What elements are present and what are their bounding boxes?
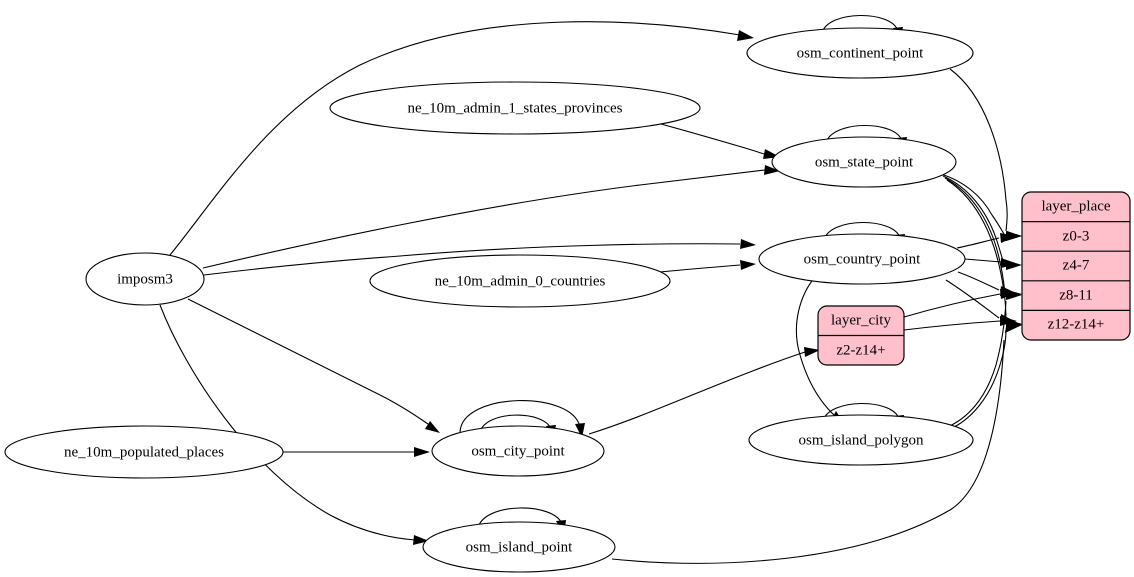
nodes-layer: imposm3 ne_10m_admin_1_states_provinces … bbox=[4, 27, 974, 573]
arrowhead-icon bbox=[1001, 258, 1018, 268]
layer-place-title: layer_place bbox=[1041, 198, 1110, 214]
edge-layer-city-to-layer-place-z12-z14 bbox=[903, 316, 1017, 331]
node-label: osm_state_point bbox=[815, 154, 914, 170]
layer-place-row-z8-11[interactable]: z8-11 bbox=[1059, 287, 1093, 303]
node-ne-10m-admin-0-countries[interactable]: ne_10m_admin_0_countries bbox=[369, 254, 671, 308]
node-label: ne_10m_populated_places bbox=[64, 444, 224, 460]
layer-place-row-z0-3[interactable]: z0-3 bbox=[1063, 228, 1090, 244]
node-osm-continent-point[interactable]: osm_continent_point bbox=[746, 27, 974, 79]
edge-ne-populated-places-to-osm-city-point bbox=[283, 447, 430, 457]
arrowhead-icon bbox=[804, 347, 820, 357]
node-shape[interactable] bbox=[422, 521, 616, 573]
node-shape[interactable] bbox=[771, 136, 957, 188]
node-label: osm_island_polygon bbox=[798, 432, 924, 448]
arrowhead-icon bbox=[1006, 290, 1022, 299]
arrowhead-icon bbox=[1005, 320, 1022, 333]
node-osm-city-point[interactable]: osm_city_point bbox=[431, 425, 605, 477]
record-nodes-layer: layer_place z0-3 z4-7 z8-11 z12-z14+ lay… bbox=[817, 191, 1131, 366]
edge-osm-island-point-to-layer-place-z12-z14 bbox=[611, 320, 1022, 564]
edge-osm-city-point-to-layer-city-z2-z14 bbox=[588, 347, 820, 435]
node-imposm3[interactable]: imposm3 bbox=[85, 252, 205, 306]
node-layer-place[interactable]: layer_place z0-3 z4-7 z8-11 z12-z14+ bbox=[1021, 191, 1131, 341]
node-shape[interactable] bbox=[748, 414, 974, 466]
layer-place-box[interactable] bbox=[1021, 191, 1131, 341]
node-osm-state-point[interactable]: osm_state_point bbox=[771, 136, 957, 188]
node-label: osm_island_point bbox=[466, 539, 574, 555]
node-shape[interactable] bbox=[85, 252, 205, 306]
node-osm-island-point[interactable]: osm_island_point bbox=[422, 521, 616, 573]
node-shape[interactable] bbox=[431, 425, 605, 477]
node-label: osm_country_point bbox=[804, 251, 921, 267]
arrowhead-icon bbox=[414, 447, 430, 457]
node-label: osm_city_point bbox=[471, 443, 565, 459]
node-label: osm_continent_point bbox=[797, 45, 924, 61]
edge-ne-admin0-to-osm-country-point bbox=[659, 260, 756, 273]
node-osm-country-point[interactable]: osm_country_point bbox=[758, 233, 966, 285]
node-label: ne_10m_admin_1_states_provinces bbox=[408, 100, 623, 116]
edge-imposm3-to-osm-city-point bbox=[187, 298, 440, 433]
arrowhead-icon bbox=[1000, 233, 1017, 243]
layer-city-title: layer_city bbox=[831, 312, 891, 328]
arrowhead-icon bbox=[764, 165, 780, 175]
arrowhead-icon bbox=[413, 535, 429, 545]
node-shape[interactable] bbox=[746, 27, 974, 79]
edge-osm-country-point-to-layer-place-z0-3 bbox=[956, 233, 1017, 249]
node-ne-10m-admin-1-states-provinces[interactable]: ne_10m_admin_1_states_provinces bbox=[329, 81, 701, 135]
edge-osm-island-polygon-to-layer-place-z12-z14 bbox=[947, 320, 1022, 431]
node-shape[interactable] bbox=[758, 233, 966, 285]
node-label: ne_10m_admin_0_countries bbox=[435, 273, 606, 289]
arrowhead-icon bbox=[737, 30, 754, 41]
edge-osm-island-polygon-to-layer-place-z8-11 bbox=[944, 290, 1022, 429]
layer-place-row-z4-7[interactable]: z4-7 bbox=[1063, 257, 1090, 273]
edge-imposm3-to-osm-island-point bbox=[159, 304, 429, 545]
edge-imposm3-to-osm-state-point bbox=[202, 165, 780, 269]
edge-layer-city-to-layer-place-z8-11 bbox=[903, 289, 1017, 318]
arrowhead-icon bbox=[740, 239, 756, 249]
node-label: imposm3 bbox=[117, 271, 173, 287]
arrowhead-icon bbox=[740, 260, 756, 270]
edge-imposm3-to-osm-country-point bbox=[203, 239, 756, 276]
layer-place-row-z12-z14[interactable]: z12-z14+ bbox=[1048, 316, 1105, 332]
node-layer-city[interactable]: layer_city z2-z14+ bbox=[817, 305, 905, 366]
edge-ne-admin1-to-osm-state-point bbox=[660, 123, 780, 159]
edge-imposm3-to-osm-continent-point bbox=[169, 21, 754, 256]
layer-city-row-z2-z14[interactable]: z2-z14+ bbox=[836, 342, 885, 358]
edge-osm-country-point-to-layer-place-z4-7 bbox=[964, 258, 1018, 268]
node-shape[interactable] bbox=[329, 81, 701, 135]
node-shape[interactable] bbox=[4, 425, 284, 479]
node-shape[interactable] bbox=[369, 254, 671, 308]
node-osm-island-polygon[interactable]: osm_island_polygon bbox=[748, 414, 974, 466]
arrowhead-icon bbox=[425, 421, 440, 433]
node-ne-10m-populated-places[interactable]: ne_10m_populated_places bbox=[4, 425, 284, 479]
